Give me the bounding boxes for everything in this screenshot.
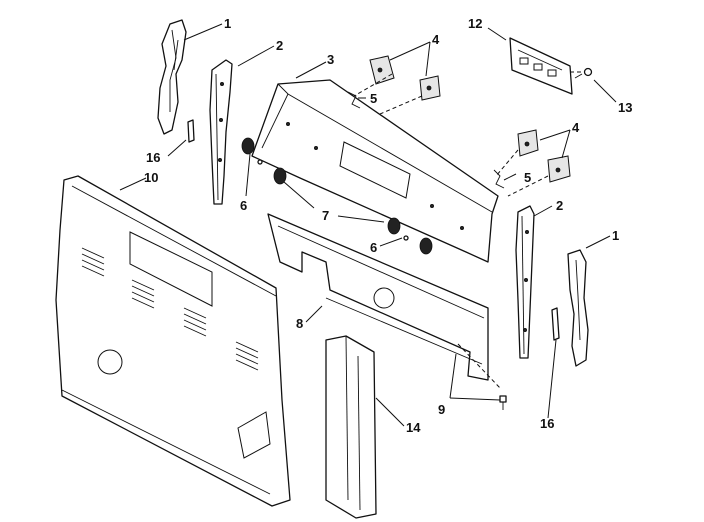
callout-14: 14 [406,420,421,435]
callout-4-lower: 4 [572,120,580,135]
control-panel [251,79,499,263]
knob-1 [241,137,255,155]
inner-panel [267,213,489,381]
switch-upper [369,55,441,101]
callout-16-left: 16 [146,150,160,165]
callout-8: 8 [296,316,303,331]
side-bracket-left [209,59,233,205]
display-module [509,37,573,95]
knob-4 [419,237,433,255]
clip-lower [493,169,505,189]
screw-9 [499,395,507,410]
callout-5-lower: 5 [524,170,531,185]
callout-2-right: 2 [556,198,563,213]
screw-13 [574,67,593,79]
callout-1-right: 1 [612,228,619,243]
alignment-lines [353,71,582,389]
leader-lines [119,23,617,427]
switch-lower [517,129,571,183]
rear-shield [55,175,291,507]
callout-10: 10 [144,170,158,185]
clip-right [551,307,560,341]
channel-strip [325,335,377,519]
knob-2 [273,167,287,185]
clip-left [187,119,195,143]
callout-5-upper: 5 [370,91,377,106]
callout-labels: 1 2 3 4 5 12 13 16 10 6 7 4 5 2 6 1 8 16… [144,16,632,435]
knob-3 [387,217,401,235]
washer-2 [403,235,409,241]
callout-16-right: 16 [540,416,554,431]
callout-2-left: 2 [276,38,283,53]
callout-13: 13 [618,100,632,115]
callout-7: 7 [322,208,329,223]
end-cap-left [157,19,187,135]
callout-4-upper: 4 [432,32,440,47]
callout-9: 9 [438,402,445,417]
end-cap-right [567,249,589,367]
callout-6-right: 6 [370,240,377,255]
side-bracket-right [515,205,535,359]
clip-upper [347,91,361,109]
callout-1-left: 1 [224,16,231,31]
callout-12: 12 [468,16,482,31]
callout-6-left: 6 [240,198,247,213]
washer-1 [257,159,263,165]
callout-3: 3 [327,52,334,67]
